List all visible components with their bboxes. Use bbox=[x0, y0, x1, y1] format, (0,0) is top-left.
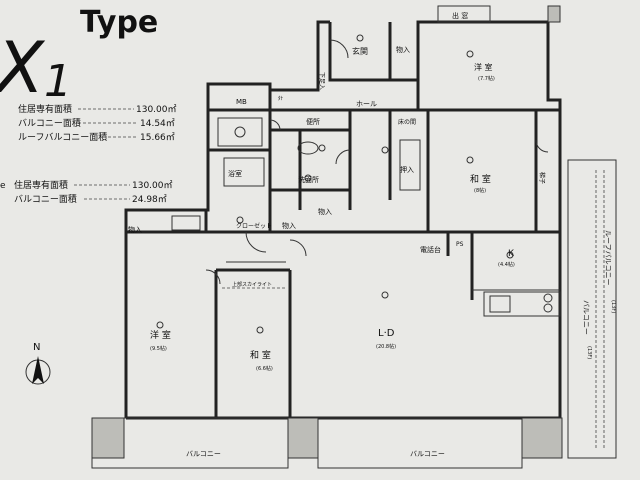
room-bath: 浴室 bbox=[228, 169, 242, 178]
type-code-number: 1 bbox=[44, 56, 72, 107]
type-word: Type bbox=[80, 5, 158, 40]
area2-label-0: 住居専有面積 bbox=[14, 179, 68, 191]
room-entrance: 玄関 bbox=[352, 46, 368, 56]
room-shoe: 下足入 bbox=[318, 72, 325, 90]
roof-balcony-label: ルーフバルコニー bbox=[604, 230, 612, 285]
room-western-top: 洋 室 bbox=[474, 62, 493, 72]
roof-balcony-floor: (13F) bbox=[610, 300, 616, 313]
area2-value-0: 130.00㎡ bbox=[132, 180, 173, 191]
room-counter: 電話台 bbox=[420, 245, 441, 254]
room-kitchen-size: (4.4帖) bbox=[498, 261, 515, 268]
room-skylight: 上部スカイライト bbox=[232, 281, 272, 288]
room-washroom: 洗面所 bbox=[298, 175, 319, 184]
room-ld: L·D bbox=[378, 328, 395, 339]
room-western-top-size: (7.7帖) bbox=[478, 75, 495, 82]
edge-letter: e bbox=[0, 181, 6, 191]
room-japanese: 和 室 bbox=[470, 173, 491, 185]
room-storage-top: 物入 bbox=[396, 45, 410, 54]
room-japanese2: 和 室 bbox=[250, 349, 271, 361]
balcony-structures bbox=[91, 5, 617, 469]
room-mb: MB bbox=[236, 98, 247, 106]
balcony-bottom-left-label: バルコニー bbox=[186, 450, 221, 458]
area1-label-2: ルーフバルコニー面積 bbox=[18, 131, 107, 143]
area1-value-0: 130.00㎡ bbox=[136, 104, 177, 115]
area2-value-1: 24.98㎡ bbox=[132, 194, 167, 205]
room-tokonoma: 床の間 bbox=[398, 118, 416, 126]
room-storage-small: 物入 bbox=[282, 221, 296, 230]
room-storage-mid: 物入 bbox=[318, 207, 332, 216]
room-hatch: ﾀﾅ bbox=[278, 96, 284, 102]
room-closet-mid: クローゼット bbox=[236, 222, 272, 230]
area1-label-0: 住居専有面積 bbox=[18, 103, 72, 115]
room-exit-top: 出 窓 bbox=[452, 11, 468, 20]
room-western-left: 洋 室 bbox=[150, 329, 171, 341]
area1-value-1: 14.54㎡ bbox=[140, 118, 175, 129]
door-swings bbox=[205, 39, 549, 285]
room-ps: PS bbox=[456, 241, 464, 248]
fixtures bbox=[171, 117, 553, 313]
area2-label-1: バルコニー面積 bbox=[14, 193, 77, 205]
room-ld-size: (20.8帖) bbox=[376, 343, 396, 350]
room-toilet: 便所 bbox=[306, 117, 320, 126]
room-western-left-size: (9.5帖) bbox=[150, 345, 167, 352]
ceiling-light-icons bbox=[156, 34, 514, 334]
area1-value-2: 15.66㎡ bbox=[140, 132, 175, 143]
room-closet-push: 押入 bbox=[400, 165, 414, 174]
room-japanese2-size: (6.6帖) bbox=[256, 365, 273, 372]
balcony-right-floor: (13F) bbox=[586, 346, 592, 359]
room-storage-left: 物入 bbox=[128, 225, 142, 234]
type-code-letter: X bbox=[0, 27, 46, 109]
room-hall: ホール bbox=[356, 100, 377, 108]
balcony-right-label: バルコニー bbox=[582, 300, 590, 335]
interior-walls bbox=[126, 22, 561, 418]
north-compass-icon: N bbox=[25, 342, 51, 385]
room-ladder: 梯子 bbox=[538, 172, 546, 184]
room-kitchen: K bbox=[508, 249, 515, 259]
area1-label-1: バルコニー面積 bbox=[18, 117, 81, 129]
room-japanese-size: (8帖) bbox=[474, 187, 486, 194]
balcony-bottom-right-label: バルコニー bbox=[410, 450, 445, 458]
compass-letter: N bbox=[33, 342, 40, 353]
